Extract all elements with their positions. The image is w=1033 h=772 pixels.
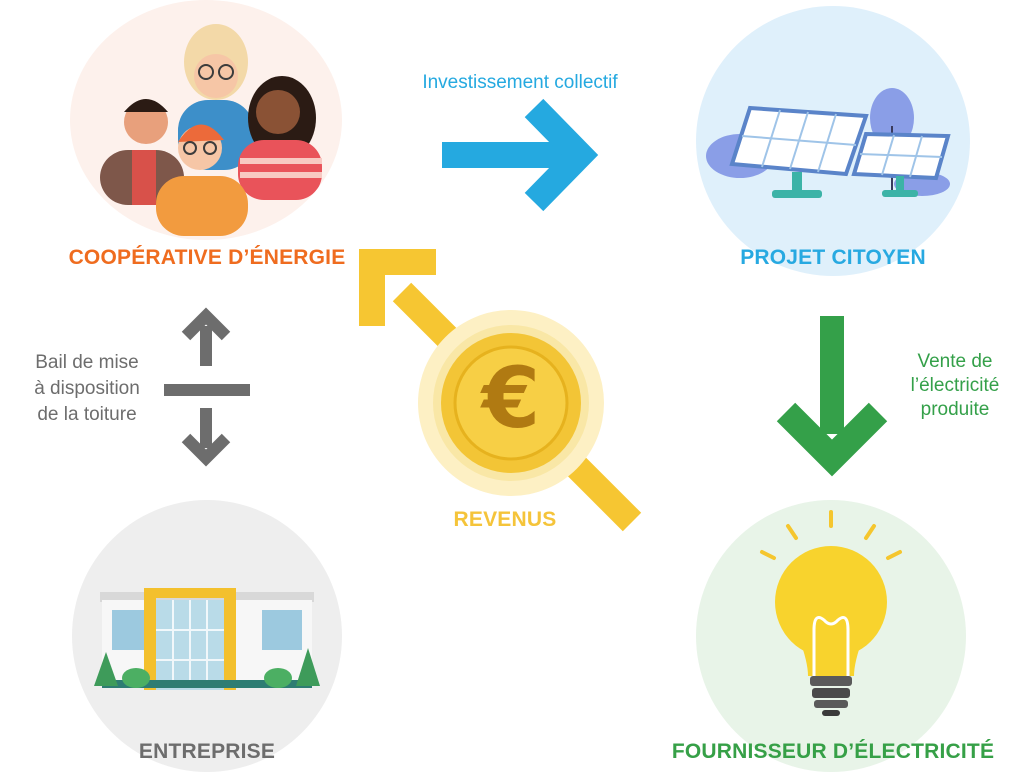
revenus-label: REVENUS <box>453 508 557 531</box>
fournisseur-illustration <box>696 500 966 772</box>
euro-symbol: € <box>481 349 541 447</box>
people-group-icon <box>100 24 322 236</box>
vente-label-line-2: l’électricité <box>910 375 1000 396</box>
investissement-label: Investissement collectif <box>422 72 618 93</box>
cooperative-label: COOPÉRATIVE D’ÉNERGIE <box>68 246 346 269</box>
bail-label: Bail de mise à disposition de la toiture <box>12 350 162 428</box>
vente-label-line-3: produite <box>920 399 990 420</box>
entreprise-label: ENTREPRISE <box>138 740 276 763</box>
building-icon <box>94 588 320 690</box>
euro-coin-icon: € <box>418 310 604 496</box>
entreprise-illustration <box>72 500 342 772</box>
vente-label-line-1: Vente de <box>917 351 993 372</box>
vente-label: Vente de l’électricité produite <box>890 350 1020 422</box>
projet-label: PROJET CITOYEN <box>740 246 926 269</box>
bail-label-line-1: Bail de mise <box>35 352 139 373</box>
solar-panels-icon <box>706 88 951 198</box>
light-bulb-icon <box>760 510 902 716</box>
cooperative-illustration <box>70 0 342 240</box>
projet-illustration <box>696 6 970 276</box>
bail-label-line-2: à disposition <box>34 378 140 399</box>
fournisseur-label: FOURNISSEUR D’ÉLECTRICITÉ <box>671 740 995 763</box>
bail-label-line-3: de la toiture <box>37 404 137 425</box>
